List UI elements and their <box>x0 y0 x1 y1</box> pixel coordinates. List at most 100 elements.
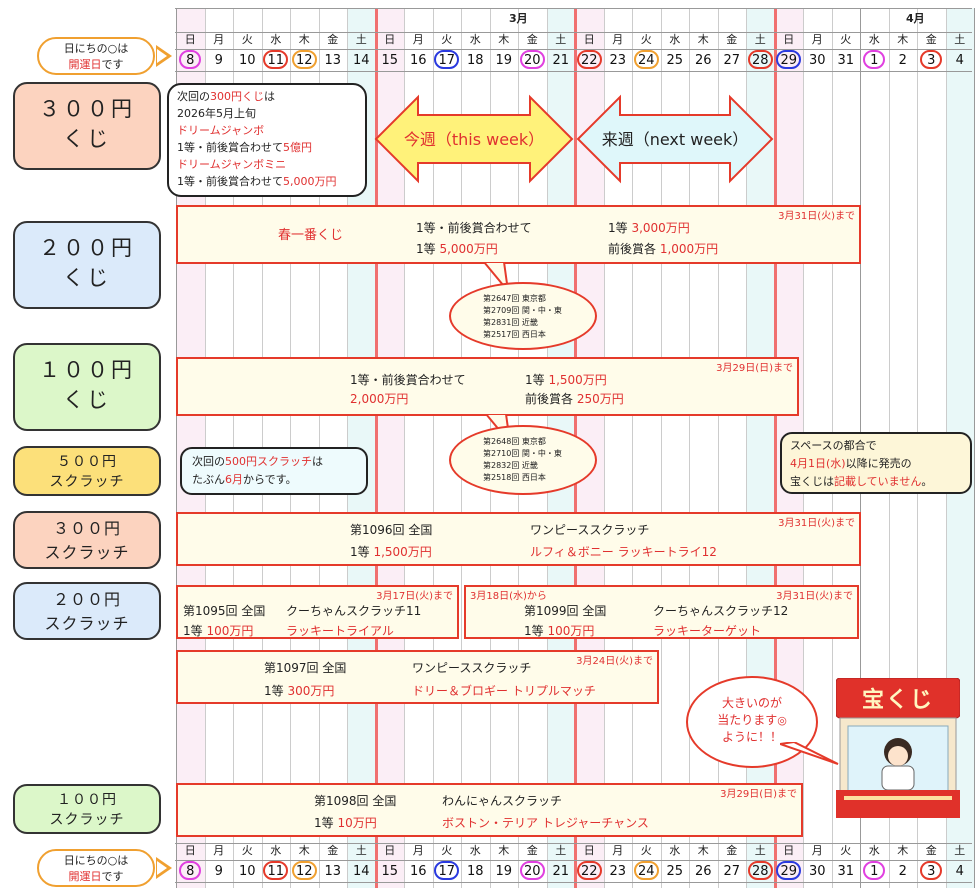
date-cell: 9 <box>205 861 234 881</box>
note-text: 1等・前後賞合わせて <box>177 141 283 154</box>
scratch-name: ワンピーススクラッチ <box>412 661 532 675</box>
start-date: 3月18日(水)から <box>470 591 547 602</box>
header-rule <box>175 843 972 844</box>
date-number: 30 <box>808 864 826 879</box>
lucky-day-date: 8 <box>179 861 202 880</box>
lucky-day-date: 28 <box>747 50 773 69</box>
date-cell: 11 <box>262 50 291 70</box>
note-line: たぶん6月からです。 <box>192 471 356 489</box>
note-text: 次回の <box>192 455 225 468</box>
edition-list: 第2647回 東京都 第2709回 関・中・東 第2831回 近畿 第2517回… <box>483 293 562 341</box>
weekday-label: 月 <box>412 844 424 857</box>
hint-line1: 日にちの○は <box>63 42 129 55</box>
date-cell: 22 <box>575 861 604 881</box>
due-date: 3月31日(火)まで <box>778 518 855 529</box>
edition-item: 第2709回 関・中・東 <box>483 306 562 315</box>
date-number: 25 <box>666 53 684 68</box>
date-cell: 27 <box>718 861 747 881</box>
weekday-label: 土 <box>355 33 367 46</box>
day-column <box>404 8 433 888</box>
prize-line: 1等 1,500万円 <box>525 371 607 388</box>
lucky-day-date: 1 <box>863 861 886 880</box>
next-week-arrow-icon <box>576 94 774 184</box>
header-rule <box>175 49 972 50</box>
scratch-subtitle: ルフィ＆ボニー ラッキートライ12 <box>530 545 717 559</box>
date-number: 26 <box>694 864 712 879</box>
date-cell: 8 <box>176 50 205 70</box>
lucky-day-date: 3 <box>920 861 943 880</box>
edition-item: 第2517回 西日本 <box>483 330 546 339</box>
weekday-label: 月 <box>612 844 624 857</box>
weekday-label: 月 <box>213 33 225 46</box>
weekday-label: 火 <box>640 33 652 46</box>
weekday-label: 日 <box>583 844 595 857</box>
date-number: 9 <box>214 53 223 68</box>
speech-line: 当たります◎ <box>688 712 816 729</box>
note-text: からです。 <box>243 473 297 486</box>
date-number: 18 <box>466 53 484 68</box>
edition-label: 第1095回 全国 <box>183 604 266 618</box>
weekday-label: 火 <box>241 33 253 46</box>
hint-line2: 開運日です <box>39 57 153 73</box>
lucky-day-date: 12 <box>291 861 317 880</box>
prize-line: 1等 5,000万円 <box>416 240 498 257</box>
lucky-day-date: 8 <box>179 50 202 69</box>
date-cell: 20 <box>518 50 547 70</box>
day-column <box>689 8 718 888</box>
lottery-booth-icon <box>835 677 961 818</box>
date-cell: 4 <box>946 50 975 70</box>
hint-line1: 日にちの○は <box>63 854 129 867</box>
date-cell: 31 <box>832 861 861 881</box>
note-highlight: 500円スクラッチ <box>225 455 312 468</box>
note-highlight: 4月1日(水) <box>790 457 846 470</box>
header-rule <box>175 860 972 861</box>
hint-line2-rest: です <box>101 58 124 71</box>
date-cell: 13 <box>319 861 348 881</box>
category-price: ３００円 <box>52 519 121 538</box>
weekday-label: 火 <box>241 844 253 857</box>
hint-line2: 開運日です <box>39 869 153 885</box>
date-cell: 29 <box>775 861 804 881</box>
date-number: 26 <box>694 53 712 68</box>
day-column <box>603 8 633 888</box>
due-date: 3月29日(日)まで <box>720 789 797 800</box>
lucky-day-date: 20 <box>519 861 545 880</box>
hint-line2-rest: です <box>101 870 124 883</box>
category-price: １００円 <box>39 358 135 382</box>
prize-amount: 100万円 <box>206 624 254 638</box>
date-number: 16 <box>409 864 427 879</box>
prize-amount: 1,000万円 <box>659 242 719 256</box>
date-cell: 30 <box>803 861 832 881</box>
header-rule <box>175 71 972 72</box>
weekday-label: 木 <box>897 33 909 46</box>
weekday-label: 水 <box>669 33 681 46</box>
date-number: 30 <box>808 53 826 68</box>
grid-left-edge <box>176 8 177 888</box>
space-notice: スペースの都合で 4月1日(水)以降に発売の 宝くじは記載していません。 <box>780 432 972 494</box>
weekday-label: 月 <box>412 33 424 46</box>
category-price: ２００円 <box>52 590 121 609</box>
lucky-day-hint-bottom: 日にちの○は 開運日です <box>37 849 155 887</box>
prize-amount: 3,000万円 <box>631 221 690 235</box>
next-300yen-kuji-note: 次回の300円くじは 2026年5月上旬 ドリームジャンボ 1等・前後賞合わせて… <box>167 83 367 197</box>
date-cell: 4 <box>946 861 975 881</box>
lucky-day-date: 29 <box>776 50 802 69</box>
scratch-subtitle: ラッキーターゲット <box>653 624 762 638</box>
note-text: は <box>264 90 275 103</box>
oval-200yen-editions: 第2647回 東京都 第2709回 関・中・東 第2831回 近畿 第2517回… <box>449 282 597 350</box>
hint-lucky-word: 開運日 <box>68 870 102 883</box>
month-april-label: 4月 <box>906 12 925 25</box>
weekday-label: 金 <box>925 844 937 857</box>
weekday-label: 水 <box>868 33 880 46</box>
category-300yen-kuji: ３００円 くじ <box>13 82 161 170</box>
date-number: 27 <box>723 864 741 879</box>
note-highlight: 5,000万円 <box>283 175 337 188</box>
date-number: 14 <box>352 864 370 879</box>
date-number: 4 <box>955 864 964 879</box>
date-number: 31 <box>837 864 855 879</box>
grid-top-edge <box>175 8 972 9</box>
band-scratch-1097: 3月24日(火)まで 第1097回 全国 1等 300万円 ワンピーススクラッチ… <box>176 650 659 704</box>
prize-text: 1等 <box>350 545 374 559</box>
lottery-name: 春一番くじ <box>278 228 344 243</box>
note-text: 以降に発売の <box>845 457 912 470</box>
